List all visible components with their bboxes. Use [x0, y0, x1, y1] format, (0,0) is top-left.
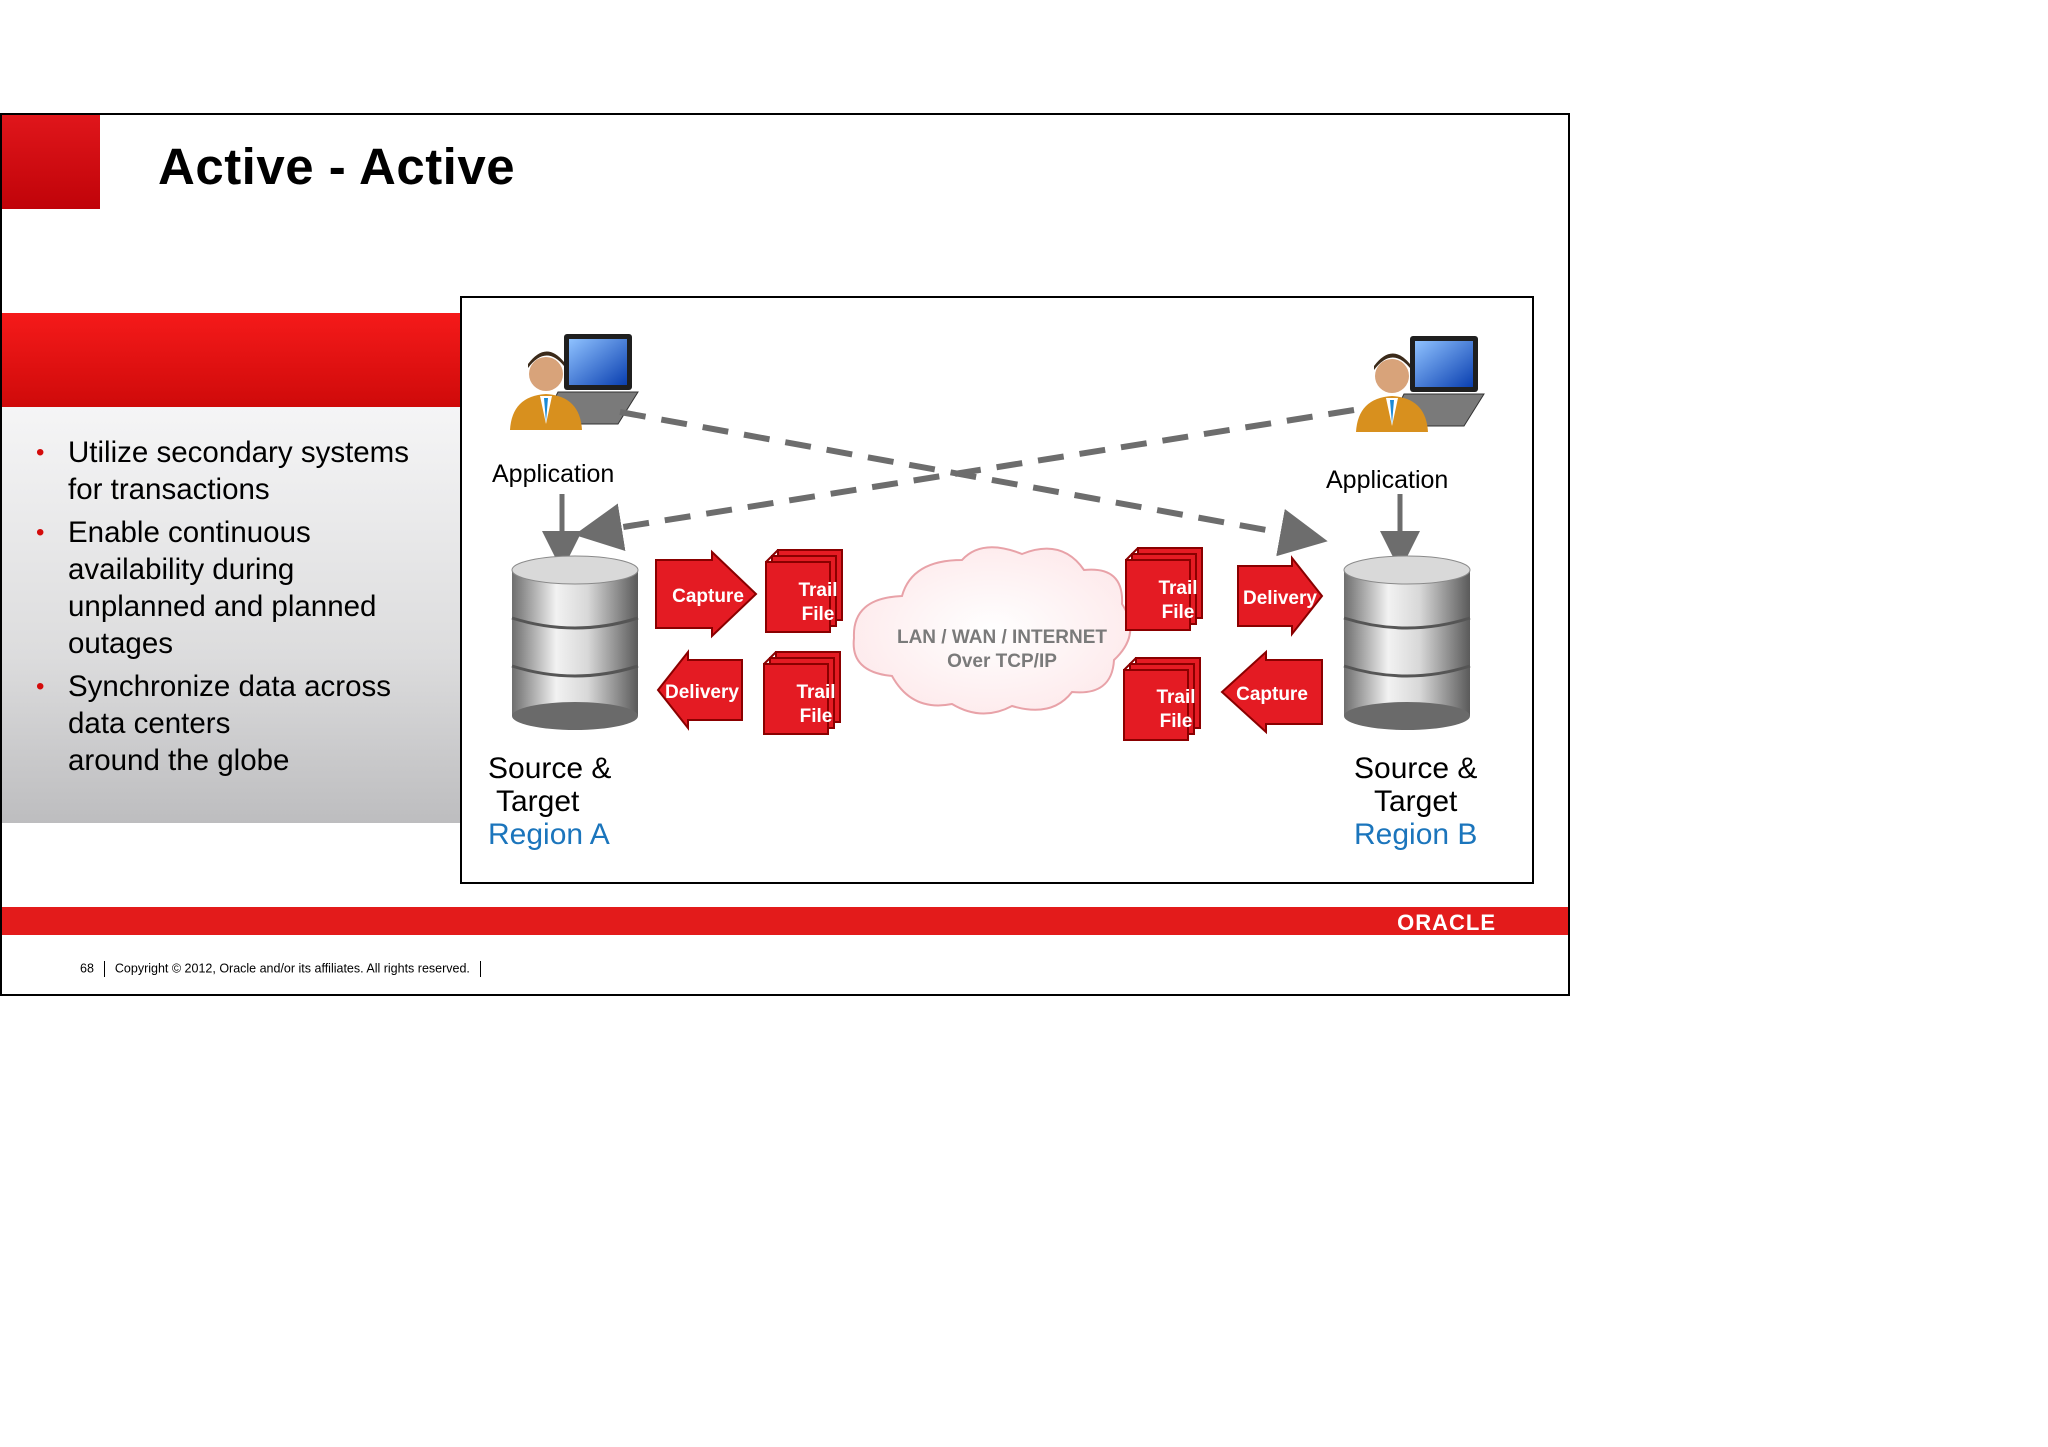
- trail-file-label: Trail: [1156, 687, 1195, 708]
- bullet-line: availability during: [68, 553, 295, 587]
- bullet-item: Enable continuous availability during un…: [36, 515, 409, 662]
- bullet-line: unplanned and planned: [68, 589, 377, 623]
- trail-file-label: File: [802, 604, 835, 625]
- trail-file-label: File: [800, 706, 833, 727]
- replication-arrow: [574, 407, 1355, 551]
- user-computer-icon: [509, 333, 639, 431]
- bullet-item: Utilize secondary systems for transactio…: [36, 435, 409, 508]
- region-label: Region A: [488, 818, 610, 851]
- application-label: Application: [1326, 466, 1449, 494]
- capture-label: Capture: [1236, 684, 1308, 705]
- network-label: LAN / WAN / INTERNET: [897, 627, 1107, 648]
- delivery-arrow-icon: [1237, 555, 1324, 637]
- db-label: Target: [496, 785, 580, 818]
- db-label: Source &: [488, 752, 612, 785]
- bullet-panel: Utilize secondary systems for transactio…: [2, 313, 460, 823]
- database-icon: [511, 555, 639, 730]
- db-label: Source &: [1354, 752, 1478, 785]
- bullet-panel-header: [2, 313, 460, 407]
- bullet-line: outages: [68, 626, 173, 660]
- bullet-line: Enable continuous: [68, 516, 311, 550]
- delivery-label: Delivery: [665, 682, 739, 703]
- slide: Active - Active Utilize secondary system…: [0, 113, 1570, 996]
- user-computer-icon: [1355, 335, 1485, 433]
- network-sublabel: Over TCP/IP: [947, 651, 1057, 672]
- title-accent: [2, 115, 100, 209]
- trail-file-label: File: [1162, 602, 1195, 623]
- capture-arrow-icon: [1220, 649, 1323, 735]
- footer-divider: [479, 961, 481, 977]
- bullet-line: around the globe: [68, 743, 290, 777]
- database-icon: [1343, 555, 1471, 730]
- capture-label: Capture: [672, 586, 744, 607]
- db-label: Target: [1374, 785, 1458, 818]
- region-label: Region B: [1354, 818, 1478, 851]
- trail-file-label: Trail: [1158, 578, 1197, 599]
- application-label: Application: [492, 460, 615, 488]
- page-number: 68: [80, 961, 94, 976]
- replication-diagram: Capture Delivery Trail File Trail File L…: [460, 296, 1534, 884]
- trail-file-label: Trail: [798, 580, 837, 601]
- bullet-list: Utilize secondary systems for transactio…: [36, 435, 409, 786]
- cloud-icon: [852, 546, 1132, 715]
- footer: 68 Copyright © 2012, Oracle and/or its af…: [80, 961, 491, 977]
- footer-bar: ORACLE: [2, 907, 1568, 935]
- delivery-label: Delivery: [1243, 588, 1317, 609]
- bullet-line: for transactions: [68, 472, 270, 506]
- bullet-line: data centers: [68, 706, 231, 740]
- bullet-line: Synchronize data across: [68, 670, 392, 704]
- footer-divider: [103, 961, 105, 977]
- bullet-panel-body: Utilize secondary systems for transactio…: [2, 407, 460, 823]
- delivery-arrow-icon: [656, 649, 743, 731]
- bullet-item: Synchronize data across data centers aro…: [36, 669, 409, 779]
- oracle-logo: ORACLE: [1397, 910, 1496, 935]
- trail-file-label: Trail: [796, 682, 835, 703]
- slide-title: Active - Active: [158, 138, 516, 195]
- copyright: Copyright © 2012, Oracle and/or its affi…: [114, 961, 470, 976]
- capture-arrow-icon: [655, 549, 758, 639]
- diagram-graphics: Capture Delivery Trail File Trail File L…: [509, 333, 1485, 741]
- bullet-line: Utilize secondary systems: [68, 436, 409, 469]
- trail-file-label: File: [1160, 711, 1193, 732]
